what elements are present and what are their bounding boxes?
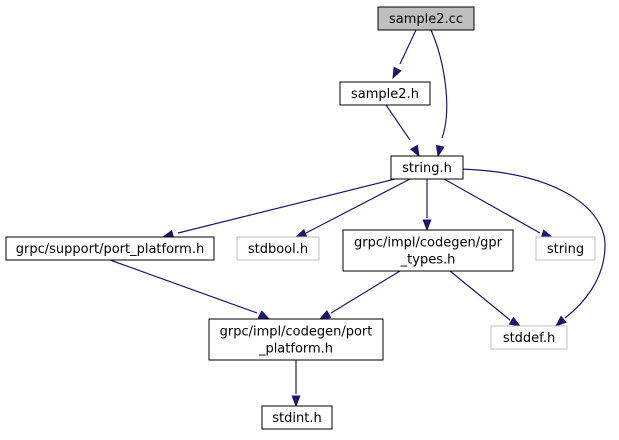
node-label: grpc/support/port_platform.h xyxy=(16,242,204,257)
edge-gpr_types_h-to-port_platform_codegen xyxy=(318,270,401,320)
edge-line xyxy=(443,178,541,234)
edge-sample2_cc-to-string_h xyxy=(430,29,448,158)
graph-edges xyxy=(109,29,606,408)
edge-string_h-to-port_platform_support xyxy=(161,178,396,239)
node-box xyxy=(390,155,464,180)
node-port-platform-support[interactable]: grpc/support/port_platform.h xyxy=(5,236,215,261)
node-label: string xyxy=(547,242,584,257)
node-box xyxy=(339,81,431,106)
node-box xyxy=(490,325,568,350)
edge-string_h-to-gpr_types_h xyxy=(422,179,432,232)
edge-line xyxy=(330,270,401,314)
edge-string_h-to-stdbool_h xyxy=(294,178,411,238)
edge-sample2_h-to-string_h xyxy=(385,104,420,158)
node-label: stddef.h xyxy=(503,331,555,346)
node-box xyxy=(5,236,215,261)
edge-line xyxy=(177,178,396,234)
node-label: grpc/impl/codegen/port xyxy=(220,325,373,340)
node-stdbool-h: stdbool.h xyxy=(236,236,320,261)
node-box xyxy=(342,229,514,272)
edge-arrowhead xyxy=(435,144,445,158)
node-box xyxy=(377,6,475,31)
edge-gpr_types_h-to-stddef_h xyxy=(449,270,522,327)
edge-arrowhead xyxy=(422,219,432,232)
node-string-h[interactable]: string.h xyxy=(390,155,464,180)
edge-arrowhead xyxy=(508,316,522,327)
edge-line xyxy=(430,29,448,139)
edge-line xyxy=(305,178,411,234)
edge-arrowhead xyxy=(257,310,271,320)
node-port-platform-codegen[interactable]: grpc/impl/codegen/port _platform.h xyxy=(208,318,384,361)
edge-line xyxy=(399,29,417,65)
edge-sample2_cc-to-sample2_h xyxy=(392,29,417,80)
node-box xyxy=(261,405,333,430)
node-box xyxy=(208,318,384,361)
edge-arrowhead xyxy=(392,66,402,80)
edge-line xyxy=(459,168,606,319)
node-string: string xyxy=(535,236,596,261)
node-label: grpc/impl/codegen/gpr xyxy=(354,236,503,251)
node-label: stdint.h xyxy=(272,411,321,426)
edge-line xyxy=(385,104,411,141)
graph-nodes: sample2.cc sample2.h string.h grpc/support/… xyxy=(5,6,596,430)
edge-line xyxy=(109,259,258,314)
node-box xyxy=(236,236,320,261)
node-sample2-cc[interactable]: sample2.cc xyxy=(377,6,475,31)
node-gpr-types-h[interactable]: grpc/impl/codegen/gpr _types.h xyxy=(342,229,514,272)
edge-arrowhead xyxy=(554,315,567,327)
node-label: sample2.h xyxy=(351,87,419,102)
node-stdint-h[interactable]: stdint.h xyxy=(261,405,333,430)
edge-arrowhead xyxy=(540,229,554,238)
node-sample2-h[interactable]: sample2.h xyxy=(339,81,431,106)
node-label: _types.h xyxy=(400,253,456,268)
node-label: sample2.cc xyxy=(389,12,463,27)
edge-port_platform_codegen-to-stdint_h xyxy=(291,360,301,408)
node-label: stdbool.h xyxy=(248,242,308,257)
edge-arrowhead xyxy=(318,309,332,320)
edge-port_platform_support-to-port_platform_codegen xyxy=(109,259,271,320)
edge-string_h-to-string xyxy=(443,178,554,238)
edge-line xyxy=(449,270,511,321)
node-label: string.h xyxy=(402,161,452,176)
edge-arrowhead xyxy=(409,144,420,158)
edge-arrowhead xyxy=(294,228,308,238)
edge-string_h-to-stddef_h xyxy=(459,168,606,327)
node-box xyxy=(535,236,596,261)
edge-arrowhead xyxy=(291,395,301,408)
node-label: _platform.h xyxy=(258,342,333,357)
node-stddef-h: stddef.h xyxy=(490,325,568,350)
